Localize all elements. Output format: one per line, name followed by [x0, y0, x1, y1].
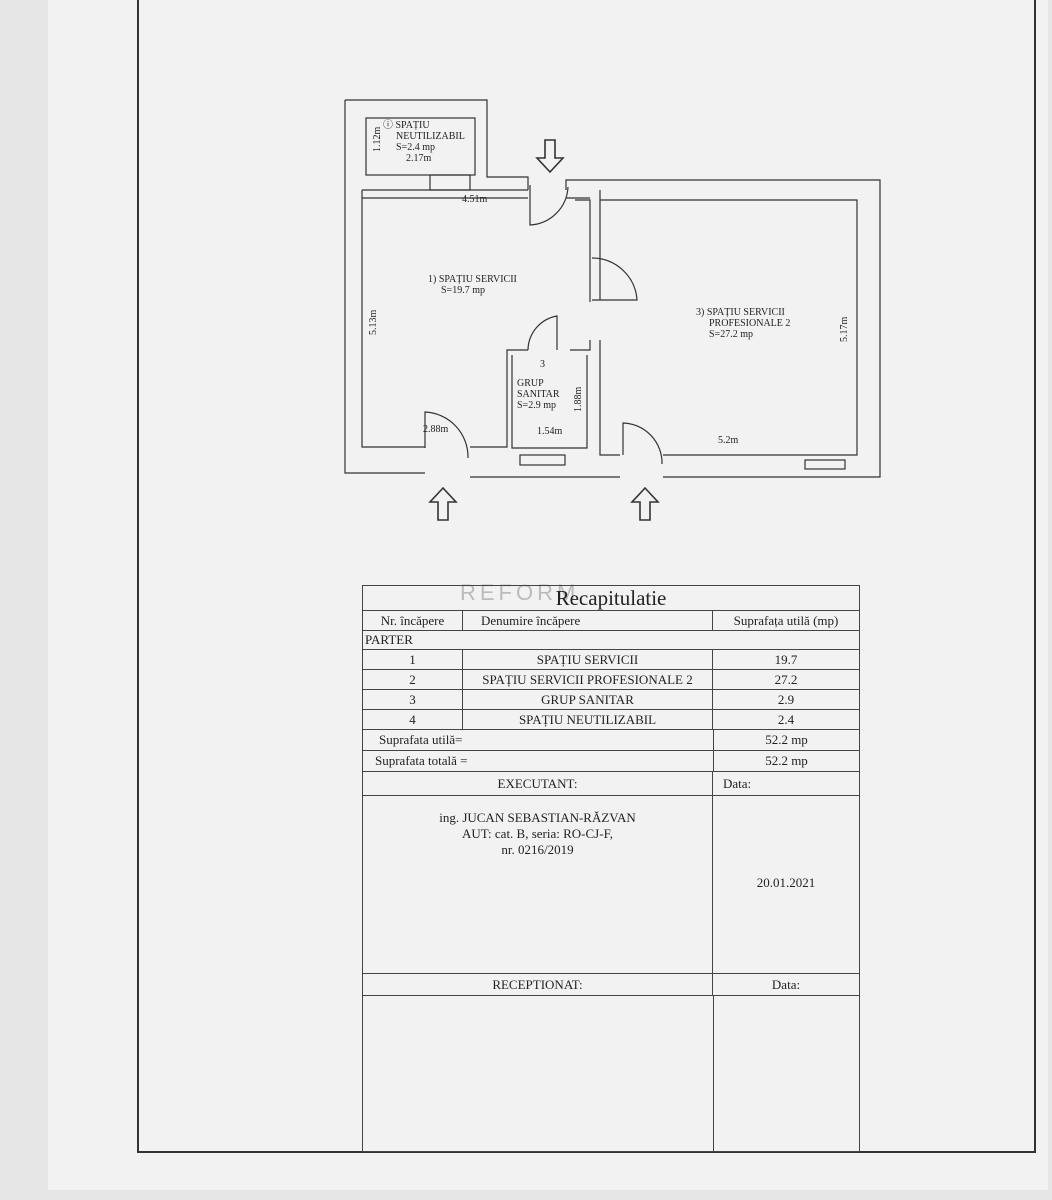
door-entrance-top	[529, 185, 569, 226]
room4-area: S=2.4 mp	[396, 142, 435, 153]
bath-area: S=2.9 mp	[517, 400, 556, 411]
arrow-up-icon	[428, 486, 458, 521]
executant-date-label: Data:	[723, 775, 752, 791]
executant-body-row: ing. JUCAN SEBASTIAN-RĂZVAN AUT: cat. B,…	[363, 796, 859, 974]
room3-width: 5.2m	[718, 435, 739, 446]
watermark: REFORM	[460, 580, 580, 605]
util-row: Suprafata utilă= 52.2 mp	[363, 730, 859, 751]
bathroom-wall	[511, 355, 588, 449]
room3-window	[804, 459, 846, 470]
room1-height: 5.13m	[368, 309, 379, 335]
scanned-page	[48, 0, 1048, 1190]
table-row: 2 SPAȚIU SERVICII PROFESIONALE 2 27.2	[363, 670, 859, 690]
arrow-up-icon	[630, 486, 660, 521]
row-nr: 2	[363, 670, 463, 689]
door-width: 2.88m	[423, 424, 449, 435]
row-name: SPAȚIU SERVICII PROFESIONALE 2	[463, 670, 713, 689]
room4-name2: NEUTILIZABIL	[396, 131, 465, 142]
bath-name2: SANITAR	[517, 389, 560, 400]
util-value: 52.2 mp	[713, 730, 859, 750]
header-name: Denumire încăpere	[463, 611, 713, 630]
room1-label: 1) SPAȚIU SERVICII S=19.7 mp	[428, 274, 517, 296]
total-label: Suprafata totală =	[375, 753, 468, 768]
door-room3	[591, 257, 638, 301]
row-area: 19.7	[774, 651, 798, 667]
door-bath	[527, 315, 558, 351]
row-nr: 4	[363, 710, 463, 729]
header-nr: Nr. încăpere	[363, 611, 463, 630]
row-name: GRUP SANITAR	[463, 690, 713, 709]
table-row: 4 SPAȚIU NEUTILIZABIL 2.4	[363, 710, 859, 730]
room4-vent	[429, 174, 471, 191]
section-row: PARTER	[363, 631, 859, 650]
table-header-row: Nr. încăpere Denumire încăpere Suprafața…	[363, 611, 859, 631]
room1-num: 1	[428, 274, 433, 285]
row-area: 2.4	[777, 711, 795, 727]
row-area: 2.9	[777, 691, 795, 707]
section-label: PARTER	[365, 632, 413, 647]
receptionat-date-label: Data:	[771, 976, 801, 992]
receptionat-divider	[713, 996, 714, 1151]
executant-header-row: EXECUTANT: Data:	[363, 772, 859, 796]
room3-label: 3) SPAȚIU SERVICII PROFESIONALE 2 S=27.2…	[696, 307, 791, 340]
room4-outline	[365, 117, 476, 176]
executant-number: nr. 0216/2019	[501, 842, 574, 857]
room3-num: 3	[696, 307, 701, 318]
room4-label: ⓘ SPAȚIU NEUTILIZABIL S=2.4 mp 2.17m	[383, 120, 465, 164]
arrow-down-icon	[535, 139, 565, 174]
table-title: Recapitulatie	[555, 585, 667, 610]
door-entrance-right	[622, 422, 663, 465]
bath-name: GRUP	[517, 378, 544, 389]
receptionat-header-row: RECEPTIONAT: Data:	[363, 974, 859, 996]
room1-width: 4.51m	[462, 194, 488, 205]
executant-date: 20.01.2021	[756, 875, 816, 890]
row-nr: 1	[363, 650, 463, 669]
row-area: 27.2	[774, 671, 798, 687]
bath-height: 1.88m	[573, 386, 584, 412]
bath-width: 1.54m	[537, 426, 563, 437]
executant-label: EXECUTANT:	[363, 772, 713, 795]
table-title-row: Recapitulatie	[363, 586, 859, 611]
util-label: Suprafata utilă=	[379, 732, 463, 747]
room3-height: 5.17m	[839, 316, 850, 342]
table-row: 1 SPAȚIU SERVICII 19.7	[363, 650, 859, 670]
outer-wall	[344, 99, 881, 478]
total-row: Suprafata totală = 52.2 mp	[363, 751, 859, 772]
door-entrance-left	[424, 411, 469, 459]
room3-name2: PROFESIONALE 2	[709, 318, 791, 329]
room1-area: S=19.7 mp	[441, 285, 485, 296]
row-name: SPAȚIU NEUTILIZABIL	[463, 710, 713, 729]
total-value: 52.2 mp	[713, 751, 859, 771]
executant-authorization: AUT: cat. B, seria: RO-CJ-F,	[461, 826, 614, 841]
table-row: 3 GRUP SANITAR 2.9	[363, 690, 859, 710]
room3-name: SPAȚIU SERVICII	[706, 307, 785, 318]
room4-name: SPAȚIU	[395, 120, 430, 131]
room3-area: S=27.2 mp	[709, 329, 753, 340]
room1-wall	[361, 189, 591, 448]
receptionat-label: RECEPTIONAT:	[363, 974, 713, 995]
bath-window	[519, 454, 566, 466]
row-name: SPAȚIU SERVICII	[463, 650, 713, 669]
room4-width: 2.17m	[406, 153, 432, 164]
page-frame	[137, 0, 1036, 1153]
executant-name: ing. JUCAN SEBASTIAN-RĂZVAN	[439, 810, 636, 825]
summary-table: Recapitulatie Nr. încăpere Denumire încă…	[362, 585, 860, 1152]
room4-height: 1.12m	[372, 126, 383, 152]
room1-name: SPAȚIU SERVICII	[438, 274, 517, 285]
bath-num: 3	[540, 359, 545, 370]
row-nr: 3	[363, 690, 463, 709]
executant-info: ing. JUCAN SEBASTIAN-RĂZVAN AUT: cat. B,…	[363, 796, 713, 973]
header-area: Suprafața utilă (mp)	[733, 612, 839, 628]
bath-label: GRUP SANITAR S=2.9 mp	[517, 378, 560, 411]
